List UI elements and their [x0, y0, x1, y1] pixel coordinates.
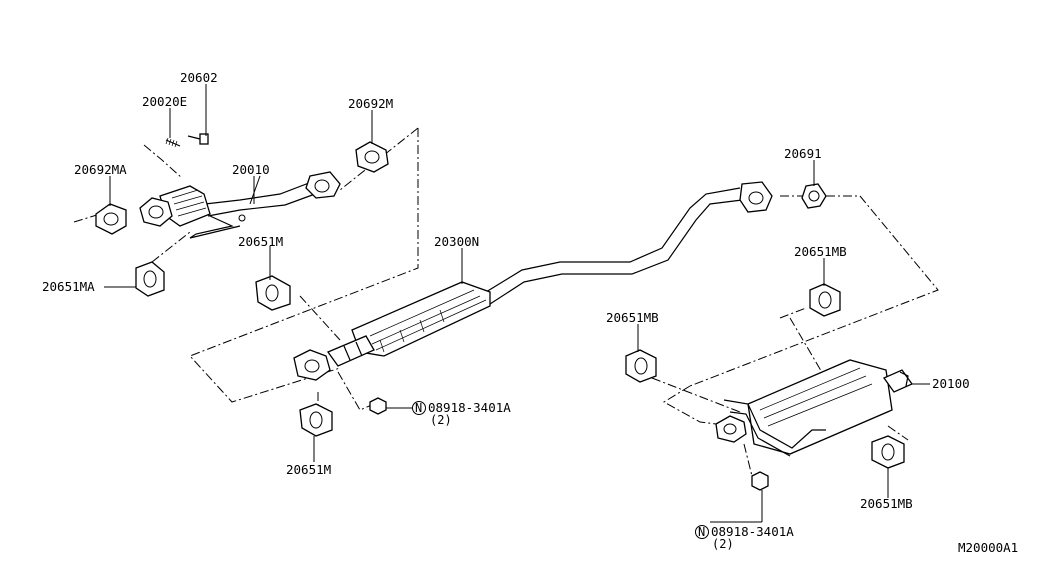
mount-20651MB-left	[625, 349, 657, 383]
label-20651M-top: 20651M	[238, 234, 283, 249]
assembly-lines	[73, 127, 939, 477]
nut-right	[751, 471, 769, 491]
front-pipe-20010	[139, 171, 341, 239]
main-muffler-20100	[715, 359, 913, 457]
gasket-20691	[801, 183, 827, 209]
label-20651MB-bottom: 20651MB	[860, 496, 913, 511]
nut-left	[369, 397, 387, 415]
mount-20651M-bottom	[299, 403, 333, 437]
label-20651MB-upper: 20651MB	[794, 244, 847, 259]
label-20602: 20602	[180, 70, 218, 85]
label-20691: 20691	[784, 146, 822, 161]
bolt-20602	[187, 133, 209, 145]
label-20010: 20010	[232, 162, 270, 177]
mount-20651MB-bottom	[871, 435, 905, 469]
label-20651MA: 20651MA	[42, 279, 95, 294]
nut-symbol-circle-left	[412, 401, 426, 415]
label-20692MA: 20692MA	[74, 162, 127, 177]
labels: 20602 20020E 20692M 20692MA 20010 20651M…	[42, 70, 1018, 555]
label-nut-right: 08918-3401A	[711, 524, 794, 539]
stud-20020E	[165, 137, 181, 148]
label-nut-left-qty: (2)	[430, 413, 452, 427]
label-20020E: 20020E	[142, 94, 187, 109]
label-20300N: 20300N	[434, 234, 479, 249]
mount-20651M-top	[255, 275, 291, 311]
nut-symbol-circle-right	[695, 525, 709, 539]
diagram-code: M20000A1	[958, 540, 1018, 555]
gasket-20692MA	[95, 203, 127, 235]
nut-prefix-right: N	[698, 525, 705, 539]
nut-prefix-left: N	[415, 401, 422, 415]
mount-20651MB-upper	[809, 283, 841, 317]
leader-lines	[104, 84, 930, 523]
mount-20651MA	[135, 261, 165, 297]
center-muffler-20300N	[293, 181, 773, 381]
label-20692M: 20692M	[348, 96, 393, 111]
label-nut-right-qty: (2)	[712, 537, 734, 551]
label-nut-left: 08918-3401A	[428, 400, 511, 415]
gasket-20692M	[355, 141, 389, 173]
label-20651M-bottom: 20651M	[286, 462, 331, 477]
label-20651MB-left: 20651MB	[606, 310, 659, 325]
label-20100: 20100	[932, 376, 970, 391]
